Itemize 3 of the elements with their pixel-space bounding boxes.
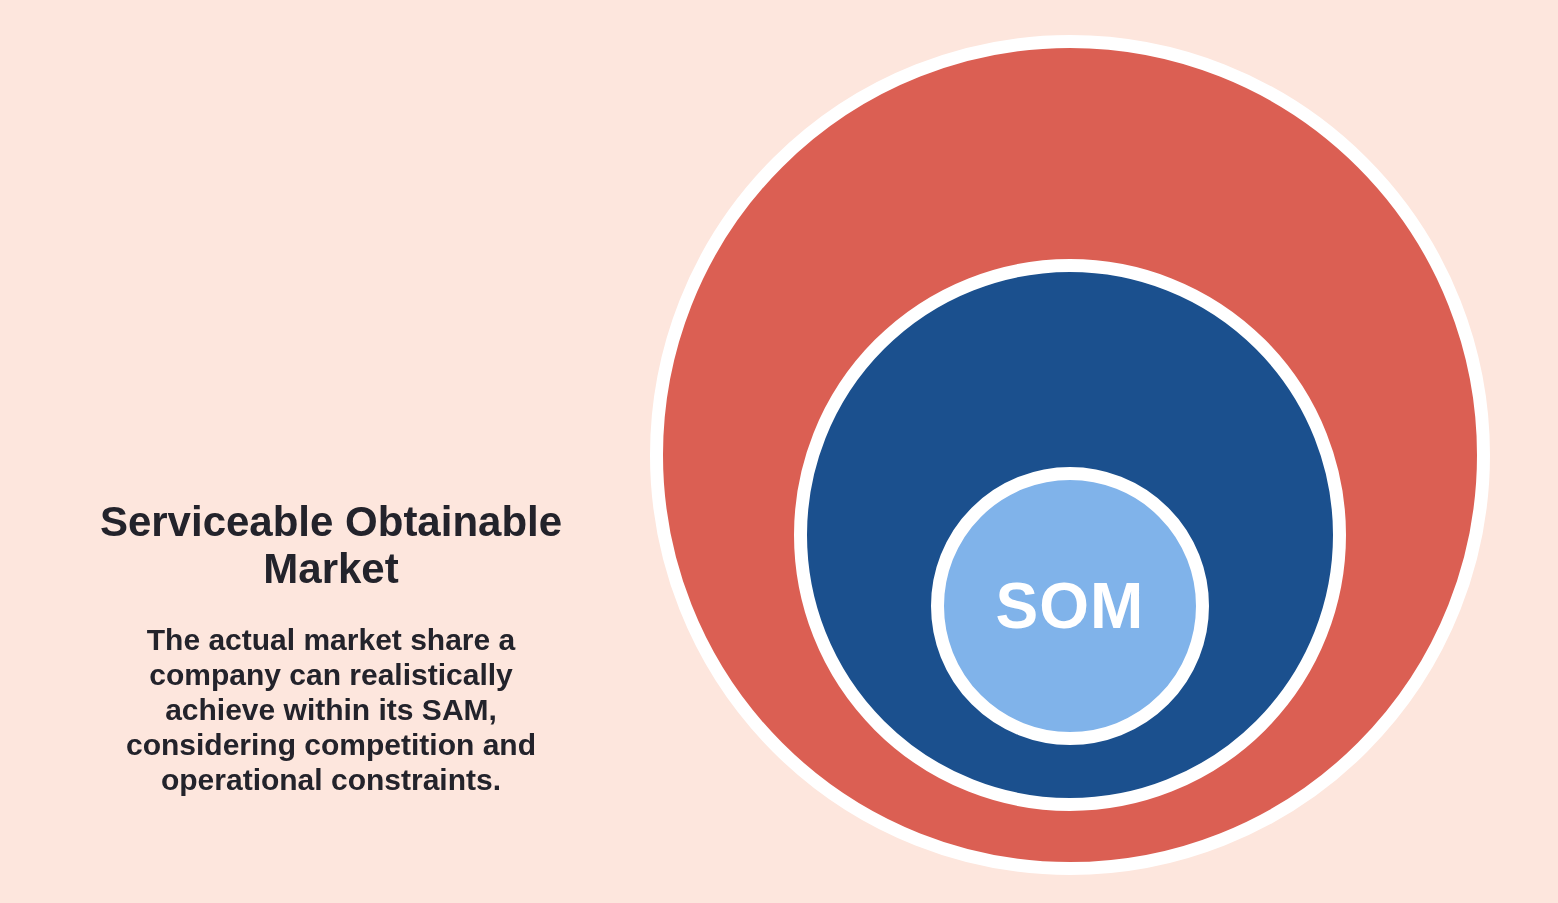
description: The actual market share a company can realistically achieve within its SAM, considering competition and operational constraints. [125, 622, 537, 797]
circle-label: SOM [995, 569, 1145, 643]
heading: Serviceable Obtainable Market [98, 498, 564, 592]
